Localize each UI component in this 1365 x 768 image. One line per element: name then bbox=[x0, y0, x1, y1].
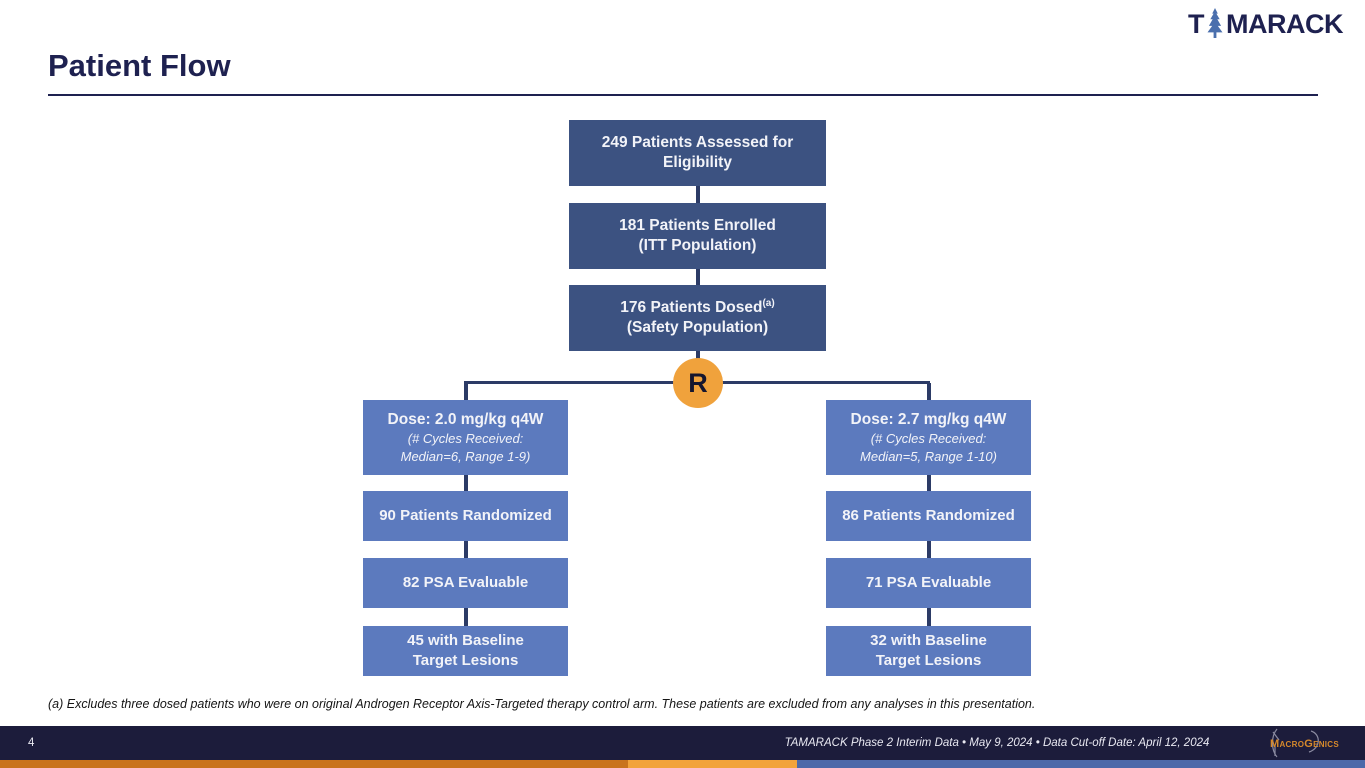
box-enrolled-line2: (ITT Population) bbox=[638, 237, 757, 254]
box-enrolled-itt: 181 Patients Enrolled (ITT Population) bbox=[569, 203, 826, 269]
connector-left-dose-randomized bbox=[464, 475, 468, 491]
macrogenics-logo: MacroGenics bbox=[1263, 726, 1341, 760]
bottom-strip-dark-orange bbox=[0, 760, 628, 768]
box-psa-right: 71 PSA Evaluable bbox=[826, 558, 1031, 608]
footer-bar: 4 TAMARACK Phase 2 Interim Data • May 9,… bbox=[0, 726, 1365, 760]
baseline-right-line1: 32 with Baseline bbox=[870, 632, 987, 650]
branch-drop-right bbox=[927, 383, 931, 400]
bottom-strip-amber bbox=[628, 760, 797, 768]
connector-left-randomized-psa bbox=[464, 541, 468, 558]
macrogenics-swoosh-icon bbox=[1271, 728, 1319, 758]
box-enrolled-line1: 181 Patients Enrolled bbox=[619, 216, 776, 234]
box-dosed-safety: 176 Patients Dosed(a) (Safety Population… bbox=[569, 285, 826, 351]
connector-right-dose-randomized bbox=[927, 475, 931, 491]
page-title: Patient Flow bbox=[48, 48, 231, 83]
title-underline bbox=[48, 94, 1318, 96]
box-dose-right: Dose: 2.7 mg/kg q4W (# Cycles Received: … bbox=[826, 400, 1031, 475]
footer-citation: TAMARACK Phase 2 Interim Data • May 9, 2… bbox=[784, 737, 1210, 749]
box-baseline-right: 32 with Baseline Target Lesions bbox=[826, 626, 1031, 676]
baseline-left-line2: Target Lesions bbox=[412, 652, 519, 669]
box-assessed-line1: 249 Patients Assessed for bbox=[601, 133, 794, 151]
box-dosed-text: 176 Patients Dosed bbox=[620, 298, 763, 316]
box-dosed-line1: 176 Patients Dosed(a) bbox=[620, 298, 774, 318]
dose-right-sub1: (# Cycles Received: bbox=[870, 431, 987, 447]
dose-right-title: Dose: 2.7 mg/kg q4W bbox=[850, 410, 1007, 428]
connector-enrolled-dosed bbox=[696, 269, 700, 285]
tamarack-logo-prefix: T bbox=[1188, 8, 1205, 39]
tamarack-logo-suffix: MARACK bbox=[1226, 8, 1343, 39]
macrogenics-text-macro: Macro bbox=[1270, 738, 1305, 750]
footnote: (a) Excludes three dosed patients who we… bbox=[48, 697, 1036, 711]
page-number: 4 bbox=[28, 737, 35, 749]
box-randomized-left: 90 Patients Randomized bbox=[363, 491, 568, 541]
box-dosed-superscript: (a) bbox=[762, 297, 775, 309]
box-dose-left: Dose: 2.0 mg/kg q4W (# Cycles Received: … bbox=[363, 400, 568, 475]
dose-left-sub1: (# Cycles Received: bbox=[407, 431, 524, 447]
box-randomized-right: 86 Patients Randomized bbox=[826, 491, 1031, 541]
box-baseline-left: 45 with Baseline Target Lesions bbox=[363, 626, 568, 676]
tamarack-logo: T MARACK bbox=[1188, 8, 1343, 40]
dose-left-sub2: Median=6, Range 1-9) bbox=[400, 448, 531, 464]
dose-left-title: Dose: 2.0 mg/kg q4W bbox=[387, 410, 544, 428]
dose-right-sub2: Median=5, Range 1-10) bbox=[860, 448, 997, 464]
connector-assessed-enrolled bbox=[696, 186, 700, 203]
baseline-right-line2: Target Lesions bbox=[875, 652, 982, 669]
connector-right-randomized-psa bbox=[927, 541, 931, 558]
bottom-strip-blue bbox=[797, 760, 1365, 768]
baseline-left-line1: 45 with Baseline bbox=[407, 632, 524, 650]
connector-right-psa-baseline bbox=[927, 608, 931, 626]
box-psa-left: 82 PSA Evaluable bbox=[363, 558, 568, 608]
box-dosed-line2: (Safety Population) bbox=[626, 319, 769, 336]
box-assessed-eligibility: 249 Patients Assessed for Eligibility bbox=[569, 120, 826, 186]
macrogenics-wordmark: MacroGenics bbox=[1270, 738, 1339, 750]
macrogenics-text-genics: Genics bbox=[1304, 738, 1340, 750]
box-assessed-line2: Eligibility bbox=[663, 154, 732, 171]
branch-drop-left bbox=[464, 383, 468, 400]
tamarack-tree-icon bbox=[1207, 8, 1223, 38]
connector-left-psa-baseline bbox=[464, 608, 468, 626]
randomization-circle: R bbox=[673, 358, 723, 408]
